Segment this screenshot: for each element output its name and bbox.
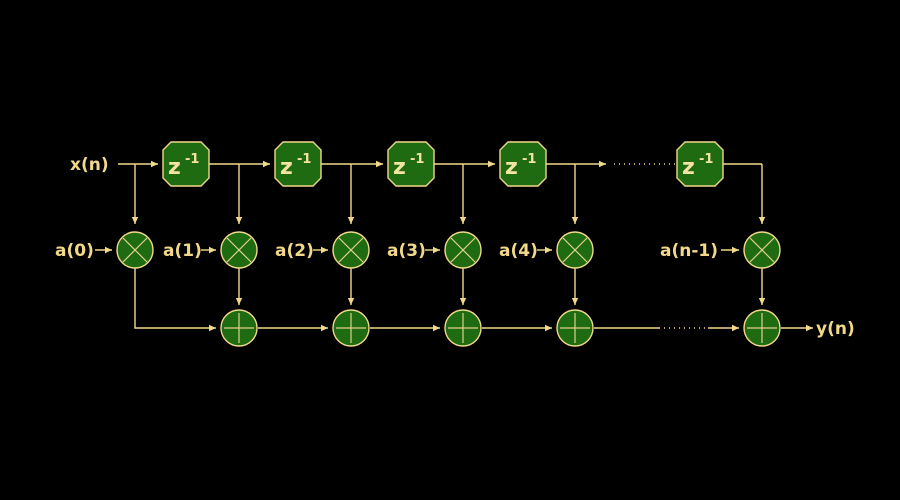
delay-exponent: -1 bbox=[699, 152, 713, 167]
adder-4 bbox=[556, 309, 594, 347]
adder-2 bbox=[332, 309, 370, 347]
adder-last bbox=[743, 309, 781, 347]
delay-block-last: z -1 bbox=[676, 141, 724, 187]
delay-exponent: -1 bbox=[185, 152, 199, 167]
output-label: y(n) bbox=[816, 319, 855, 339]
coefficient-label-1: a(1) bbox=[163, 241, 202, 261]
plus-icon bbox=[448, 313, 478, 343]
plus-icon bbox=[747, 313, 777, 343]
delay-block-1: z -1 bbox=[162, 141, 210, 187]
delay-label: z bbox=[393, 155, 406, 180]
delay-exponent: -1 bbox=[410, 152, 424, 167]
plus-icon bbox=[336, 313, 366, 343]
multiplier-0 bbox=[116, 231, 154, 269]
plus-icon bbox=[224, 313, 254, 343]
adder-1 bbox=[220, 309, 258, 347]
multiplier-4 bbox=[556, 231, 594, 269]
multiply-icon bbox=[450, 237, 476, 263]
product-wires bbox=[134, 268, 766, 332]
delay-block-3: z -1 bbox=[387, 141, 435, 187]
adder-3 bbox=[444, 309, 482, 347]
input-label: x(n) bbox=[70, 155, 109, 175]
multiplier-3 bbox=[444, 231, 482, 269]
product-0-wire bbox=[134, 268, 216, 332]
multiply-icon bbox=[562, 237, 588, 263]
coefficient-label-last: a(n-1) bbox=[660, 241, 718, 261]
delay-label: z bbox=[505, 155, 518, 180]
multiply-icon bbox=[122, 237, 148, 263]
coefficient-label-2: a(2) bbox=[275, 241, 314, 261]
plus-icon bbox=[560, 313, 590, 343]
tap-wires bbox=[131, 164, 766, 224]
coefficient-label-4: a(4) bbox=[499, 241, 538, 261]
delay-block-2: z -1 bbox=[274, 141, 322, 187]
delay-label: z bbox=[280, 155, 293, 180]
delay-label: z bbox=[168, 155, 181, 180]
multiplier-1 bbox=[220, 231, 258, 269]
coefficient-label-3: a(3) bbox=[387, 241, 426, 261]
delay-label: z bbox=[682, 155, 695, 180]
delay-exponent: -1 bbox=[297, 152, 311, 167]
coefficient-label-0: a(0) bbox=[55, 241, 94, 261]
multiply-icon bbox=[338, 237, 364, 263]
delay-block-4: z -1 bbox=[499, 141, 547, 187]
multiplier-last bbox=[743, 231, 781, 269]
multiplier-2 bbox=[332, 231, 370, 269]
delay-exponent: -1 bbox=[522, 152, 536, 167]
multiply-icon bbox=[749, 237, 775, 263]
multiply-icon bbox=[226, 237, 252, 263]
